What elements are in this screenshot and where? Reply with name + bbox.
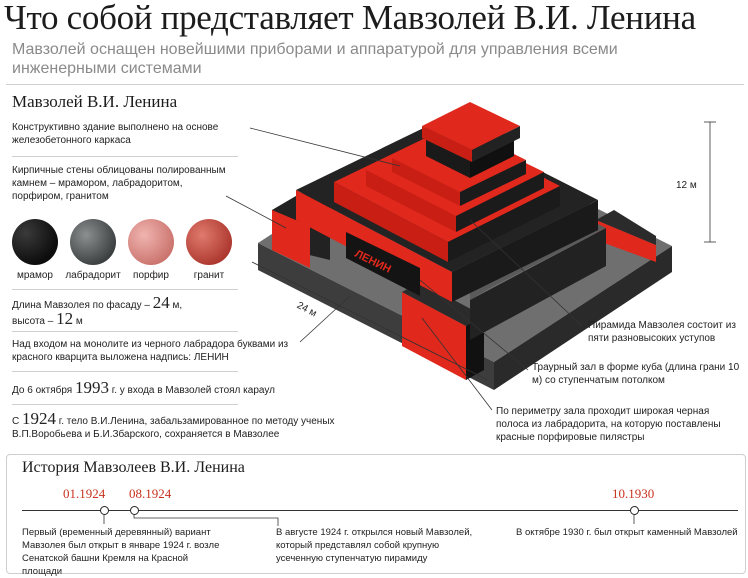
roof-top (422, 102, 520, 150)
stone-label: лабрадорит (65, 270, 121, 281)
guard-year: 1993 (74, 378, 109, 397)
strip-note: По периметру зала проходит широкая черна… (496, 406, 721, 443)
height-prefix: высота – (12, 316, 54, 327)
dimensions-note: Длина Мавзолея по фасаду – 24 м, высота … (12, 293, 252, 328)
tier-3-side (460, 160, 526, 206)
hall-note: Траурный зал в форме куба (длина грани 1… (532, 362, 740, 386)
body-suffix: г. тело В.И.Ленина, забальзамированное п… (12, 416, 335, 440)
guard-suffix: г. у входа в Мавзолей стоял караул (111, 385, 275, 396)
front-wall-top (402, 282, 484, 326)
frame-note: Конструктивно здание выполнено на основе… (12, 122, 219, 146)
walls-note: Кирпичные стены облицованы полированным … (12, 165, 226, 202)
marble-swatch (12, 219, 58, 265)
tier-2-front (366, 170, 456, 232)
entrance-monolith (346, 232, 420, 296)
right-wall-face (596, 220, 656, 262)
guard-note: До 6 октября 1993 г. у входа в Мавзолей … (12, 378, 312, 397)
leader-line (249, 127, 401, 167)
left-wall-face (272, 210, 310, 268)
right-wall-top (596, 210, 656, 245)
event-date: 01.1924 (63, 486, 106, 501)
pyramid-note: Пирамида Мавзолея состоит из пяти разнов… (588, 320, 736, 344)
tier-3-front (392, 158, 460, 206)
leader-line (225, 195, 287, 229)
tier-0-side (452, 200, 598, 302)
guard-prefix: До 6 октября (12, 385, 73, 396)
event-date: 10.1930 (612, 486, 655, 501)
granite-swatch (186, 219, 232, 265)
page-subtitle: Мавзолей оснащен новейшими приборами и а… (12, 41, 618, 77)
tier-1-side (448, 186, 560, 262)
roof-front (422, 126, 472, 162)
section-title: Мавзолей В.И. Ленина (12, 92, 178, 111)
leader-line (419, 279, 529, 371)
roof-side (472, 126, 520, 162)
height-unit: м (75, 316, 83, 327)
header-divider (6, 84, 744, 85)
body-year: 1924 (22, 409, 57, 428)
width-dimension-line (251, 261, 489, 381)
length-value: 24 (152, 293, 170, 312)
event-text: В октябре 1930 г. был открыт каменный Ма… (516, 527, 738, 538)
divider (12, 289, 238, 290)
divider (12, 371, 238, 372)
timeline-panel (6, 454, 746, 574)
body-note: С 1924 г. тело В.И.Ленина, забальзамиров… (12, 409, 342, 441)
body-prefix: С (12, 416, 20, 427)
leader-line (421, 317, 493, 411)
leader-line (469, 219, 583, 327)
timeline-marker (100, 506, 109, 515)
event-text: Первый (временный деревянный) вариант Ма… (22, 527, 220, 577)
inscription-note: Над входом на монолите из черного лабрад… (12, 339, 289, 363)
timeline-marker (130, 506, 139, 515)
event-date: 08.1924 (129, 486, 172, 501)
length-unit: м, (172, 300, 183, 311)
timeline-title: История Мавзолеев В.И. Ленина (22, 459, 245, 476)
divider (12, 404, 238, 405)
divider (12, 331, 238, 332)
divider (12, 156, 238, 157)
tier-1-front (334, 182, 448, 262)
height-label: 12 м (676, 180, 697, 191)
front-wall-face (402, 292, 466, 380)
leader-line (299, 295, 351, 343)
colonnade-front (426, 138, 470, 178)
timeline-axis (22, 510, 738, 511)
length-prefix: Длина Мавзолея по фасаду – (12, 300, 150, 311)
event-text: В августе 1924 г. открылся новый Мавзоле… (276, 527, 473, 564)
labradorite-swatch (70, 219, 116, 265)
colonnade-side (470, 138, 514, 178)
page-title: Что собой представляет Мавзолей В.И. Лен… (4, 0, 696, 37)
stone-label: мрамор (17, 270, 53, 281)
base-side-face (494, 246, 672, 390)
height-value: 12 (56, 309, 74, 328)
stone-label: порфир (133, 270, 169, 281)
timeline-marker (630, 506, 639, 515)
porphyry-swatch (128, 219, 174, 265)
stone-label: гранит (193, 270, 225, 281)
tier-2-side (456, 172, 544, 232)
